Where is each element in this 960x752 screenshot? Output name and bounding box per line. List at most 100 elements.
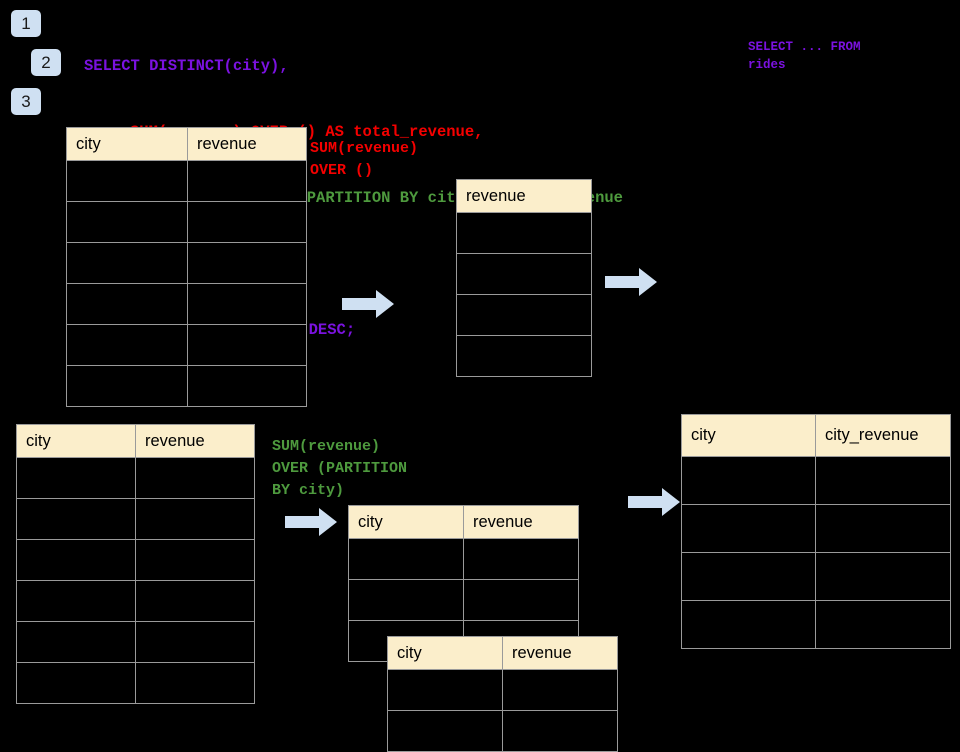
annotation-sum-over-partition: SUM(revenue) OVER (PARTITION BY city) bbox=[272, 438, 408, 499]
cell-city bbox=[387, 710, 503, 752]
table-row bbox=[348, 579, 579, 621]
column-header-revenue: revenue bbox=[463, 505, 579, 539]
table-row bbox=[387, 669, 618, 711]
table-row bbox=[16, 621, 255, 663]
annotation-select-from-rides: SELECT ... FROM rides bbox=[748, 40, 861, 72]
cell-city bbox=[66, 365, 188, 407]
cell-city bbox=[681, 456, 816, 505]
column-header-revenue: revenue bbox=[456, 179, 592, 213]
table-header-row: city revenue bbox=[66, 127, 307, 161]
cell-revenue bbox=[187, 160, 307, 202]
cell-revenue bbox=[135, 580, 255, 622]
table-row bbox=[387, 710, 618, 752]
cell-revenue bbox=[456, 212, 592, 254]
table-row bbox=[456, 335, 592, 377]
table-row bbox=[681, 456, 951, 505]
cell-revenue bbox=[187, 201, 307, 243]
partition-group-table-2: city revenue bbox=[387, 636, 618, 752]
column-header-revenue: revenue bbox=[502, 636, 618, 670]
table-row bbox=[16, 457, 255, 499]
table-header-row: city revenue bbox=[16, 424, 255, 458]
cell-revenue bbox=[463, 579, 579, 621]
table-row bbox=[66, 283, 307, 325]
table-header-row: city revenue bbox=[387, 636, 618, 670]
total-revenue-table: revenue bbox=[456, 179, 592, 377]
table-row bbox=[16, 498, 255, 540]
cell-city bbox=[66, 324, 188, 366]
cell-revenue bbox=[187, 242, 307, 284]
cell-revenue bbox=[135, 498, 255, 540]
annotation-sum-over-empty: SUM(revenue) OVER () bbox=[310, 140, 419, 179]
cell-city-revenue bbox=[815, 600, 951, 649]
column-header-city: city bbox=[348, 505, 464, 539]
cell-city bbox=[66, 283, 188, 325]
rides-source-table: city revenue bbox=[66, 127, 307, 407]
column-header-city: city bbox=[387, 636, 503, 670]
cell-revenue bbox=[135, 539, 255, 581]
arrow-total-to-result-icon bbox=[605, 268, 657, 296]
cell-city bbox=[348, 538, 464, 580]
cell-revenue bbox=[187, 324, 307, 366]
cell-city bbox=[348, 579, 464, 621]
cell-revenue bbox=[502, 710, 618, 752]
arrow-source-to-total-icon bbox=[342, 290, 394, 318]
table-row bbox=[66, 242, 307, 284]
cell-city bbox=[16, 662, 136, 704]
diagram-canvas: 1 2 3 SELECT DISTINCT(city), SUM(revenue… bbox=[11, 10, 951, 752]
table-header-row: city revenue bbox=[348, 505, 579, 539]
cell-city bbox=[16, 457, 136, 499]
cell-revenue bbox=[135, 621, 255, 663]
cell-city bbox=[681, 552, 816, 601]
sql-line-select: SELECT DISTINCT(city), bbox=[84, 57, 289, 75]
table-row bbox=[681, 552, 951, 601]
cell-revenue bbox=[456, 335, 592, 377]
table-row bbox=[66, 324, 307, 366]
column-header-city-revenue: city_revenue bbox=[815, 414, 951, 457]
cell-city-revenue bbox=[815, 456, 951, 505]
cell-city bbox=[66, 201, 188, 243]
cell-revenue bbox=[187, 283, 307, 325]
cell-revenue bbox=[456, 294, 592, 336]
step-badge-2: 2 bbox=[31, 49, 61, 76]
table-row bbox=[681, 600, 951, 649]
cell-revenue bbox=[456, 253, 592, 295]
table-row bbox=[348, 538, 579, 580]
arrow-partition-to-result-icon bbox=[628, 488, 680, 516]
table-row bbox=[456, 294, 592, 336]
table-row bbox=[456, 253, 592, 295]
table-header-row: city city_revenue bbox=[681, 414, 951, 457]
cell-city bbox=[16, 580, 136, 622]
city-revenue-result-table: city city_revenue bbox=[681, 414, 951, 649]
cell-city bbox=[681, 600, 816, 649]
column-header-city: city bbox=[16, 424, 136, 458]
cell-city bbox=[16, 539, 136, 581]
table-row bbox=[456, 212, 592, 254]
table-row bbox=[16, 539, 255, 581]
cell-revenue bbox=[463, 538, 579, 580]
table-row bbox=[66, 160, 307, 202]
table-header-row: revenue bbox=[456, 179, 592, 213]
cell-city-revenue bbox=[815, 504, 951, 553]
table-row bbox=[16, 662, 255, 704]
cell-revenue bbox=[135, 457, 255, 499]
rides-source-table-2: city revenue bbox=[16, 424, 255, 704]
cell-city bbox=[16, 498, 136, 540]
cell-city bbox=[387, 669, 503, 711]
column-header-revenue: revenue bbox=[187, 127, 307, 161]
arrow-source-to-partition-icon bbox=[285, 508, 337, 536]
table-row bbox=[681, 504, 951, 553]
cell-revenue bbox=[502, 669, 618, 711]
partition-group-table-1: city revenue bbox=[348, 505, 579, 662]
cell-city bbox=[681, 504, 816, 553]
column-header-city: city bbox=[66, 127, 188, 161]
cell-revenue bbox=[135, 662, 255, 704]
step-badge-3: 3 bbox=[11, 88, 41, 115]
cell-revenue bbox=[187, 365, 307, 407]
table-row bbox=[66, 201, 307, 243]
column-header-city: city bbox=[681, 414, 816, 457]
table-row bbox=[66, 365, 307, 407]
cell-city bbox=[66, 160, 188, 202]
table-row bbox=[16, 580, 255, 622]
cell-city bbox=[66, 242, 188, 284]
column-header-revenue: revenue bbox=[135, 424, 255, 458]
